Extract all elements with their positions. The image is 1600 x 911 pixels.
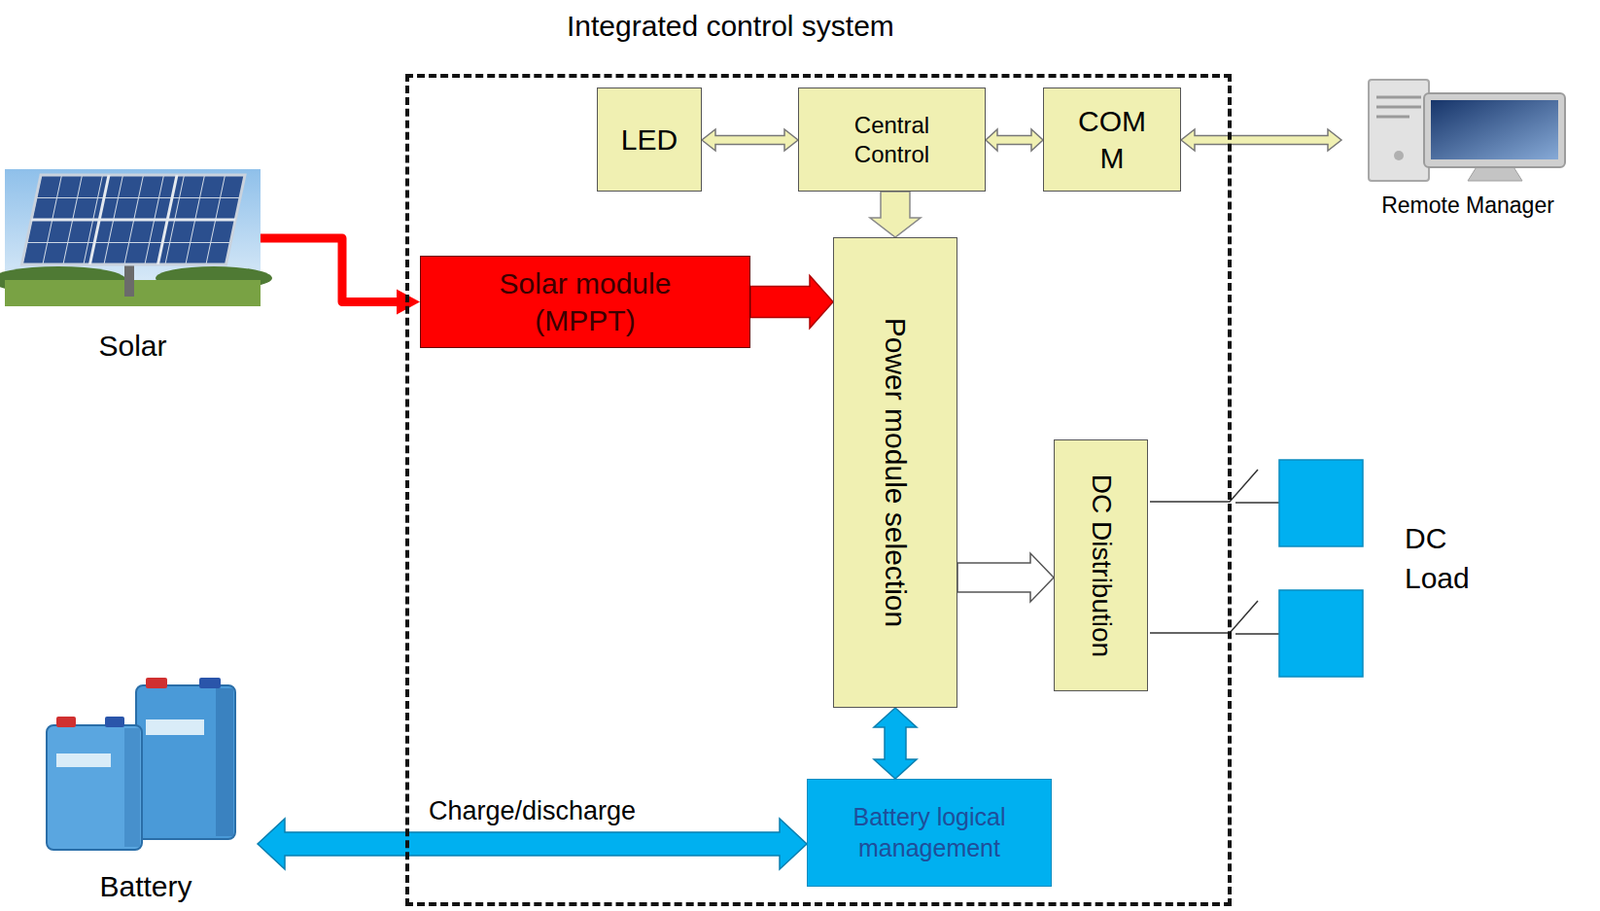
- double-arrow: [1181, 129, 1342, 151]
- node-label: Battery logical management: [817, 801, 1042, 864]
- node-label: DC Distribution: [1083, 473, 1118, 657]
- process-box: Solar module (MPPT): [419, 255, 751, 348]
- power-line: [260, 238, 399, 303]
- solar-panel-photo: [0, 169, 273, 307]
- edge-label: Charge/discharge: [428, 795, 636, 827]
- battery-photo: [46, 677, 236, 850]
- node-label: Battery: [99, 868, 192, 905]
- dc-load-symbols: [1149, 459, 1363, 677]
- double-arrow: [701, 129, 799, 151]
- node-label: Power module selection: [876, 317, 914, 628]
- load-label: DC Load: [1404, 518, 1483, 599]
- solar-node: Solar: [4, 169, 261, 365]
- double-block-arrow: [257, 818, 807, 870]
- node-label: COM M: [1073, 103, 1151, 176]
- process-box: COM M: [1043, 87, 1182, 192]
- double-arrow: [985, 129, 1044, 151]
- battery-node: Battery: [34, 678, 258, 906]
- process-box: Power module selection: [833, 237, 958, 708]
- node-label: Solar: [98, 327, 167, 365]
- system-boundary: Integrated control systemLEDCentral Cont…: [405, 73, 1232, 906]
- process-box: DC Distribution: [1053, 439, 1148, 692]
- block-arrow: [869, 191, 921, 238]
- block-arrow: [957, 553, 1054, 602]
- block-arrow: [750, 276, 834, 329]
- process-box: LED: [596, 87, 702, 192]
- group-title: Integrated control system: [566, 7, 895, 45]
- process-box: Battery logical management: [806, 778, 1052, 887]
- node-label: Solar module (MPPT): [473, 265, 697, 339]
- computer-icon: [1368, 79, 1566, 181]
- double-block-arrow: [873, 707, 917, 779]
- computer-node: Remote Manager: [1341, 72, 1595, 222]
- node-label: LED: [621, 121, 678, 159]
- node-label: Remote Manager: [1381, 191, 1555, 220]
- power-line: [260, 238, 420, 315]
- node-label: Central Control: [829, 110, 956, 170]
- process-box: Central Control: [798, 87, 986, 192]
